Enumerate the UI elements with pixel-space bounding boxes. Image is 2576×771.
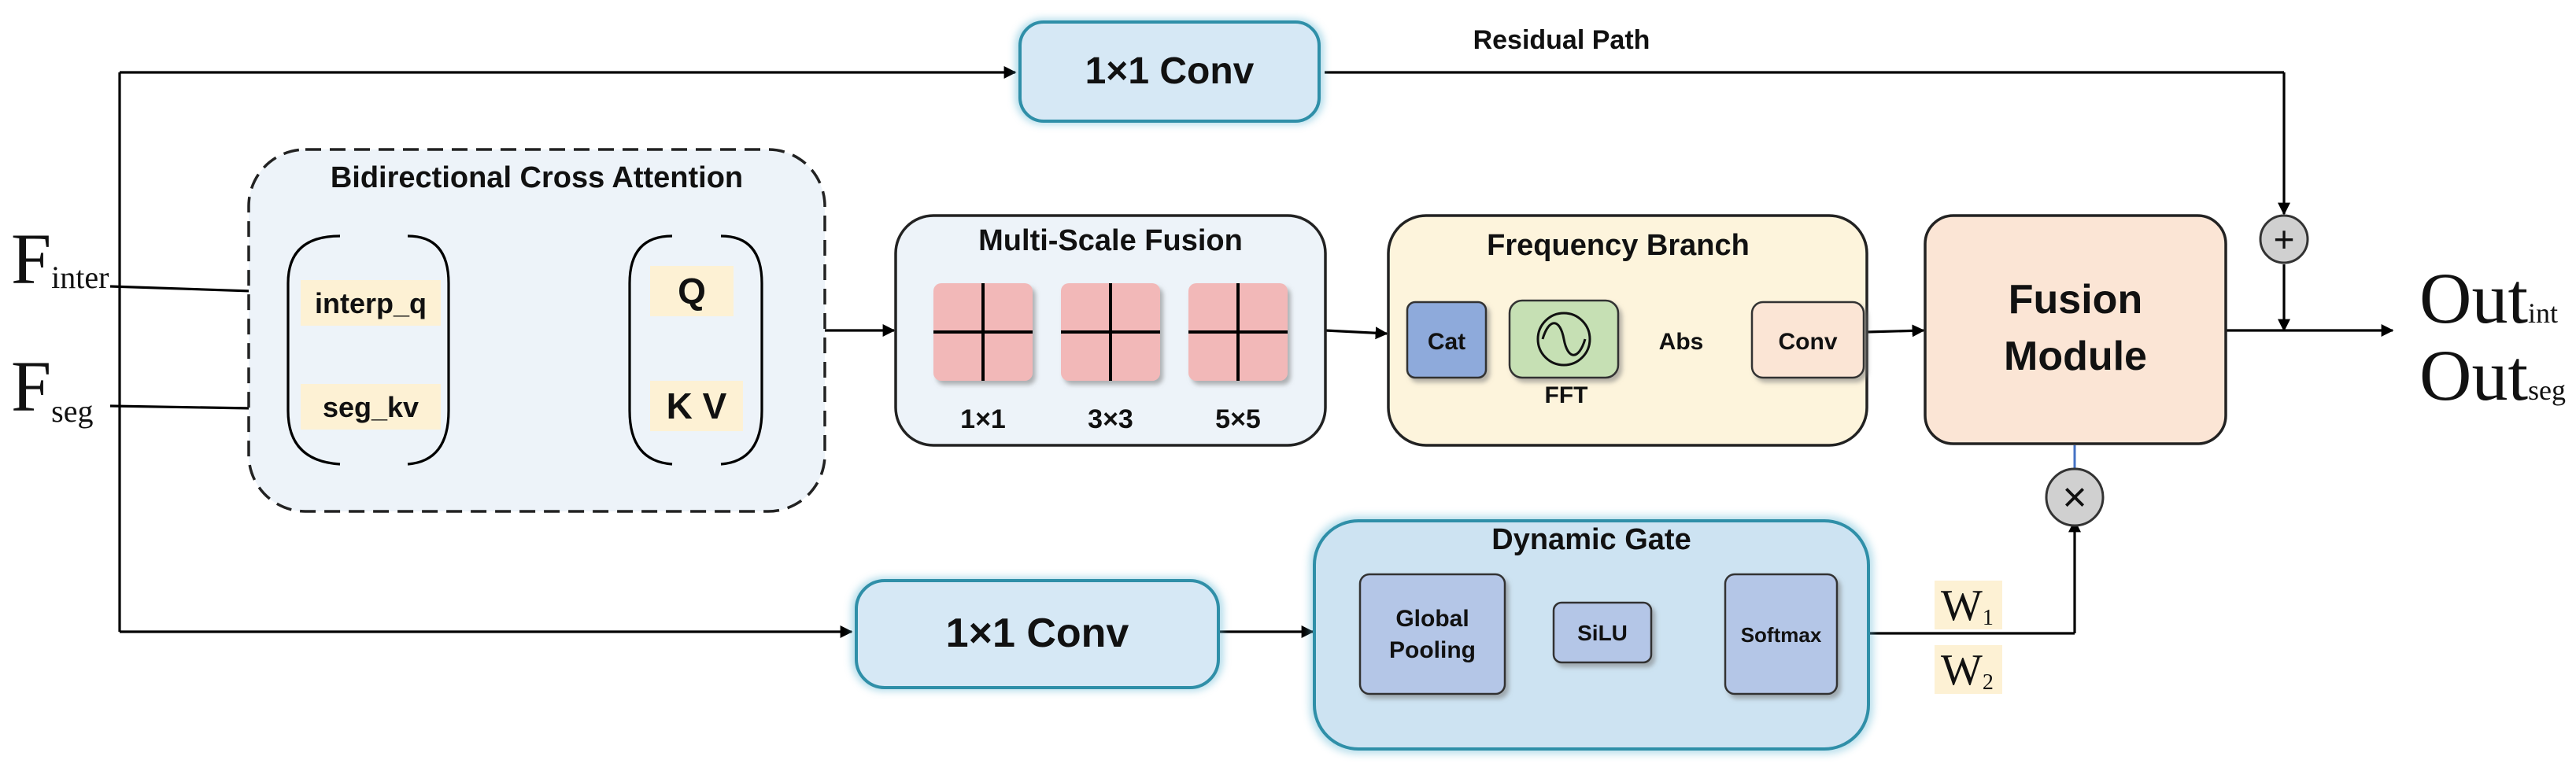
softmax-label: Softmax [1741,623,1822,647]
global-pooling-box [1358,573,1506,695]
frequency-branch: Frequency Branch Cat FFT Abs Conv [1387,214,1868,447]
bidirectional-cross-attention: Bidirectional Cross Attention interp_q s… [247,148,826,513]
scale-label-5x5: 5×5 [1215,404,1261,434]
seg-kv-highlight [301,384,441,430]
kv-label: K V [667,386,727,426]
global-pooling-label-line2: Pooling [1389,637,1476,663]
multi-scale-fusion: Multi-Scale Fusion 1×1 3×3 5×5 [894,214,1327,447]
fft-label: FFT [1545,382,1588,408]
gate-conv-box [855,579,1220,689]
cat-label: Cat [1428,329,1465,355]
fusion-module: Fusion Module [1924,214,2227,445]
q-highlight [650,266,734,316]
plus-icon: + [2274,219,2295,260]
svg-text:W1: W1 [1941,581,1994,630]
svg-text:Fseg: Fseg [11,346,94,429]
input-f-inter: Finter [11,219,109,299]
freq-conv-label: Conv [1779,329,1838,355]
q-label: Q [678,271,706,312]
freq-conv-box [1750,301,1865,379]
abs-label: Abs [1659,329,1704,355]
arrow-freq-to-fusion [1866,324,1925,338]
kernel-1x1 [933,283,1033,381]
weight-w1: W1 [1935,581,2002,630]
bca-right-bracket-close [720,234,763,466]
bca-container [247,148,826,513]
fusion-box [1924,214,2227,445]
residual-path-label: Residual Path [1473,25,1650,55]
bca-left-bracket-close [407,234,450,466]
scale-label-1x1: 1×1 [960,404,1006,434]
global-pooling-label-line1: Global [1395,606,1469,632]
kernel-3x3 [1061,283,1160,381]
output-out-int: Outint [2419,258,2558,338]
residual-conv-block: 1×1 Conv [1015,19,1324,124]
sine-wave-icon [1541,322,1587,356]
softmax-box [1724,573,1839,695]
weight-w2: W2 [1935,645,2002,695]
svg-text:Outint: Outint [2419,258,2558,338]
interp-q-label: interp_q [315,287,427,319]
fusion-label-line2: Module [2004,334,2147,379]
freq-container [1387,214,1868,447]
dynamic-gate-title: Dynamic Gate [1491,523,1691,556]
silu-box [1552,601,1653,664]
dynamic-gate: Dynamic Gate Global Pooling SiLU Softmax [1310,516,1873,754]
bca-left-bracket-open [286,234,341,466]
svg-text:Outseg: Outseg [2419,335,2566,415]
scale-label-3x3: 3×3 [1088,404,1133,434]
silu-label: SiLU [1577,621,1628,645]
kv-highlight [650,381,743,431]
residual-conv-box [1018,20,1321,123]
seg-kv-label: seg_kv [323,391,419,423]
input-f-seg: Fseg [11,346,94,429]
output-out-seg: Outseg [2419,335,2566,415]
fft-symbol-circle [1536,312,1591,367]
gate-conv-label: 1×1 Conv [946,611,1129,656]
residual-conv-label: 1×1 Conv [1085,50,1255,92]
bca-right-bracket-open [628,234,673,466]
msf-title: Multi-Scale Fusion [978,224,1243,257]
svg-text:W2: W2 [1941,646,1994,695]
multiply-icon: × [2062,474,2087,521]
plus-node: + [2259,214,2309,264]
interp-q-highlight [301,280,441,326]
times-node: × [2045,467,2105,527]
cat-box [1406,301,1488,379]
kernel-5x5 [1188,283,1288,381]
gate-conv-block: 1×1 Conv [852,577,1223,691]
bca-title: Bidirectional Cross Attention [331,161,743,194]
fusion-label-line1: Fusion [2009,277,2142,323]
freq-title: Frequency Branch [1487,229,1750,262]
arrow-msf-to-freq [1325,326,1388,340]
svg-text:Finter: Finter [11,219,109,299]
